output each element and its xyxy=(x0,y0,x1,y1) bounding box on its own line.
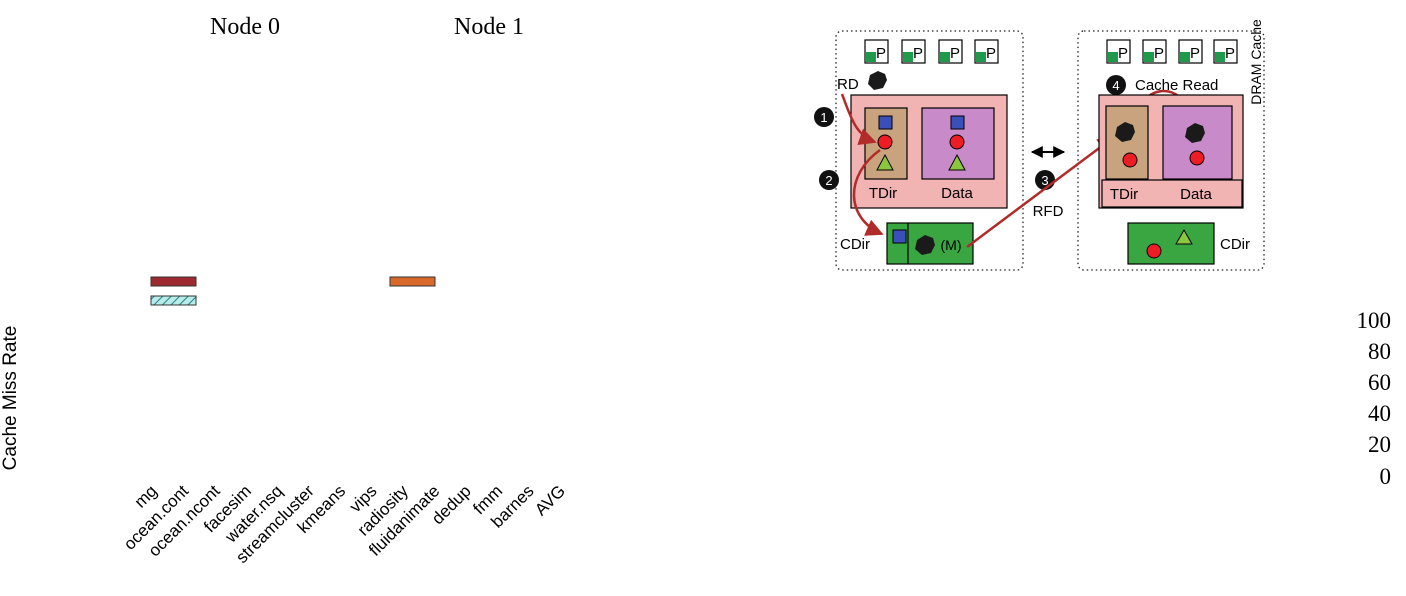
svg-text:4: 4 xyxy=(1112,78,1119,93)
circle-icon xyxy=(877,134,893,150)
square-icon xyxy=(892,229,907,244)
triangle-icon xyxy=(948,153,966,171)
node1-tdir-label: TDir xyxy=(1110,186,1138,203)
step-2-marker: 2 xyxy=(819,170,839,190)
circle-icon xyxy=(1189,150,1205,166)
node1-data-label: Data xyxy=(1180,186,1212,203)
x-tick-labels: mgocean.contocean.ncontfacesimwater.nsqs… xyxy=(120,481,569,567)
rfd-label: RFD xyxy=(1033,203,1064,220)
hexagon-icon xyxy=(1115,122,1135,142)
circle-icon xyxy=(1146,243,1162,259)
node0-boundary xyxy=(835,30,1024,271)
hexagon-icon xyxy=(915,235,935,255)
node1-data xyxy=(1162,105,1233,180)
y-tick-80: 80 xyxy=(1368,339,1391,364)
svg-text:P: P xyxy=(1190,45,1200,62)
svg-text:P: P xyxy=(913,45,923,62)
legend-swatch-node1 xyxy=(389,276,436,287)
node0-processors: P P P P xyxy=(864,39,999,64)
arrow-step3 xyxy=(966,135,1116,249)
y-tick-40: 40 xyxy=(1368,401,1391,426)
legend-swatch-node0 xyxy=(150,276,197,287)
processor: P xyxy=(1213,39,1238,64)
dram-cache-label: DRAM Cache xyxy=(1248,19,1264,105)
processor: P xyxy=(864,39,889,64)
svg-text:P: P xyxy=(1118,45,1128,62)
y-tick-labels: 100 80 60 40 20 0 xyxy=(1357,308,1392,489)
node1-boundary xyxy=(1077,30,1265,271)
legend-label-node0: Node 0 xyxy=(210,14,280,40)
node1-cdir xyxy=(1127,222,1215,265)
square-icon xyxy=(950,115,965,130)
step-4-marker: 4 xyxy=(1106,75,1126,95)
arrow-step2 xyxy=(852,148,884,236)
triangle-icon xyxy=(876,153,894,171)
processor: P xyxy=(1142,39,1167,64)
modified-label: (M) xyxy=(941,237,962,253)
step-1-marker: 1 xyxy=(814,107,834,127)
svg-text:3: 3 xyxy=(1041,173,1048,188)
y-tick-0: 0 xyxy=(1380,464,1392,489)
node1-cdir-label: CDir xyxy=(1220,236,1250,253)
svg-text:2: 2 xyxy=(825,173,832,188)
svg-text:P: P xyxy=(986,45,996,62)
node0-data-label: Data xyxy=(941,185,973,202)
node0-cdir-label: CDir xyxy=(840,236,870,253)
processor: P xyxy=(901,39,926,64)
svg-text:P: P xyxy=(1154,45,1164,62)
processor: P xyxy=(938,39,963,64)
node1-label-strip xyxy=(1101,179,1243,208)
circle-icon xyxy=(1122,152,1138,168)
node0-tdir-label: TDir xyxy=(869,185,897,202)
svg-text:P: P xyxy=(1225,45,1235,62)
y-axis-label: Cache Miss Rate xyxy=(0,326,21,471)
arrow-step1 xyxy=(840,93,877,146)
processor: P xyxy=(1178,39,1203,64)
triangle-icon xyxy=(1175,228,1193,245)
architecture-diagram: P P P P P xyxy=(814,19,1265,271)
step-3-marker: 3 xyxy=(1035,170,1055,190)
y-tick-60: 60 xyxy=(1368,370,1391,395)
processor: P xyxy=(974,39,999,64)
legend-label-node1: Node 1 xyxy=(454,14,524,40)
node1-tdir xyxy=(1105,105,1149,180)
svg-text:1: 1 xyxy=(820,110,827,125)
y-tick-20: 20 xyxy=(1368,432,1391,457)
circle-icon xyxy=(949,134,965,150)
y-tick-100: 100 xyxy=(1357,308,1392,333)
x-tick-label: AVG xyxy=(531,481,569,519)
svg-text:P: P xyxy=(876,45,886,62)
svg-text:P: P xyxy=(950,45,960,62)
node1-processors: P P P P xyxy=(1106,39,1238,64)
hexagon-icon xyxy=(868,71,887,90)
legend-swatch-hatched xyxy=(150,295,197,306)
square-icon xyxy=(878,115,893,130)
hexagon-icon xyxy=(1185,123,1205,143)
cache-read-label: Cache Read xyxy=(1135,77,1218,94)
processor: P xyxy=(1106,39,1131,64)
rd-label: RD xyxy=(837,76,859,93)
